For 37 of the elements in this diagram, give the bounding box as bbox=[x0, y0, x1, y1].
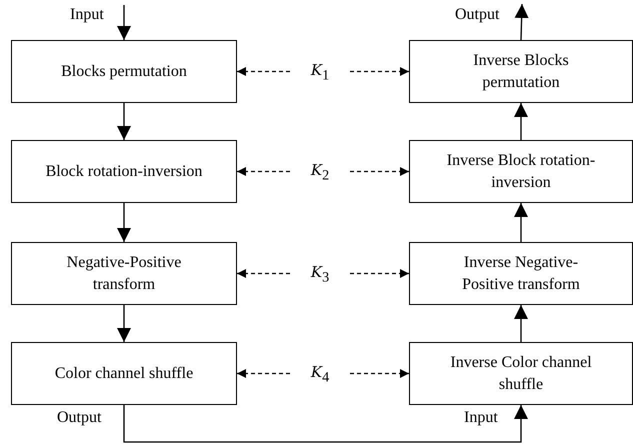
dashed-arrow bbox=[237, 369, 290, 378]
process-box bbox=[409, 140, 633, 203]
arrow bbox=[514, 203, 528, 242]
process-box bbox=[409, 40, 633, 103]
arrow bbox=[514, 4, 529, 40]
arrow bbox=[123, 405, 528, 443]
box-text: Inverse Negative-Positive transform bbox=[461, 252, 581, 294]
box-text: Negative-Positive transform bbox=[66, 252, 182, 294]
process-box bbox=[11, 342, 237, 405]
process-box bbox=[11, 40, 237, 103]
dashed-arrow bbox=[350, 369, 409, 378]
process-box bbox=[409, 342, 633, 405]
process-box bbox=[409, 242, 633, 305]
box-text: Inverse Blocks permutation bbox=[472, 50, 570, 92]
arrow bbox=[117, 5, 131, 40]
arrow bbox=[117, 103, 131, 140]
dashed-arrow bbox=[237, 67, 290, 76]
dashed-arrow bbox=[350, 167, 409, 176]
box-text: Inverse Color channel shuffle bbox=[449, 352, 593, 394]
box-text: Blocks permutation bbox=[61, 62, 187, 82]
io-label: Input bbox=[464, 409, 498, 427]
io-label: Output bbox=[57, 409, 102, 427]
box-text: Block rotation-inversion bbox=[46, 162, 202, 182]
io-label: Input bbox=[70, 6, 104, 24]
dashed-arrow bbox=[237, 269, 290, 278]
box-text: Inverse Block rotation-inversion bbox=[446, 150, 596, 192]
dashed-arrow bbox=[350, 67, 409, 76]
arrow bbox=[514, 305, 528, 342]
dashed-arrow bbox=[237, 167, 290, 176]
dashed-arrow bbox=[350, 269, 409, 278]
process-box bbox=[11, 242, 237, 305]
io-label: Output bbox=[455, 6, 500, 24]
arrow bbox=[514, 103, 528, 140]
arrow bbox=[117, 305, 131, 342]
arrow bbox=[117, 203, 131, 242]
process-box bbox=[11, 140, 237, 203]
box-text: Color channel shuffle bbox=[54, 364, 194, 384]
